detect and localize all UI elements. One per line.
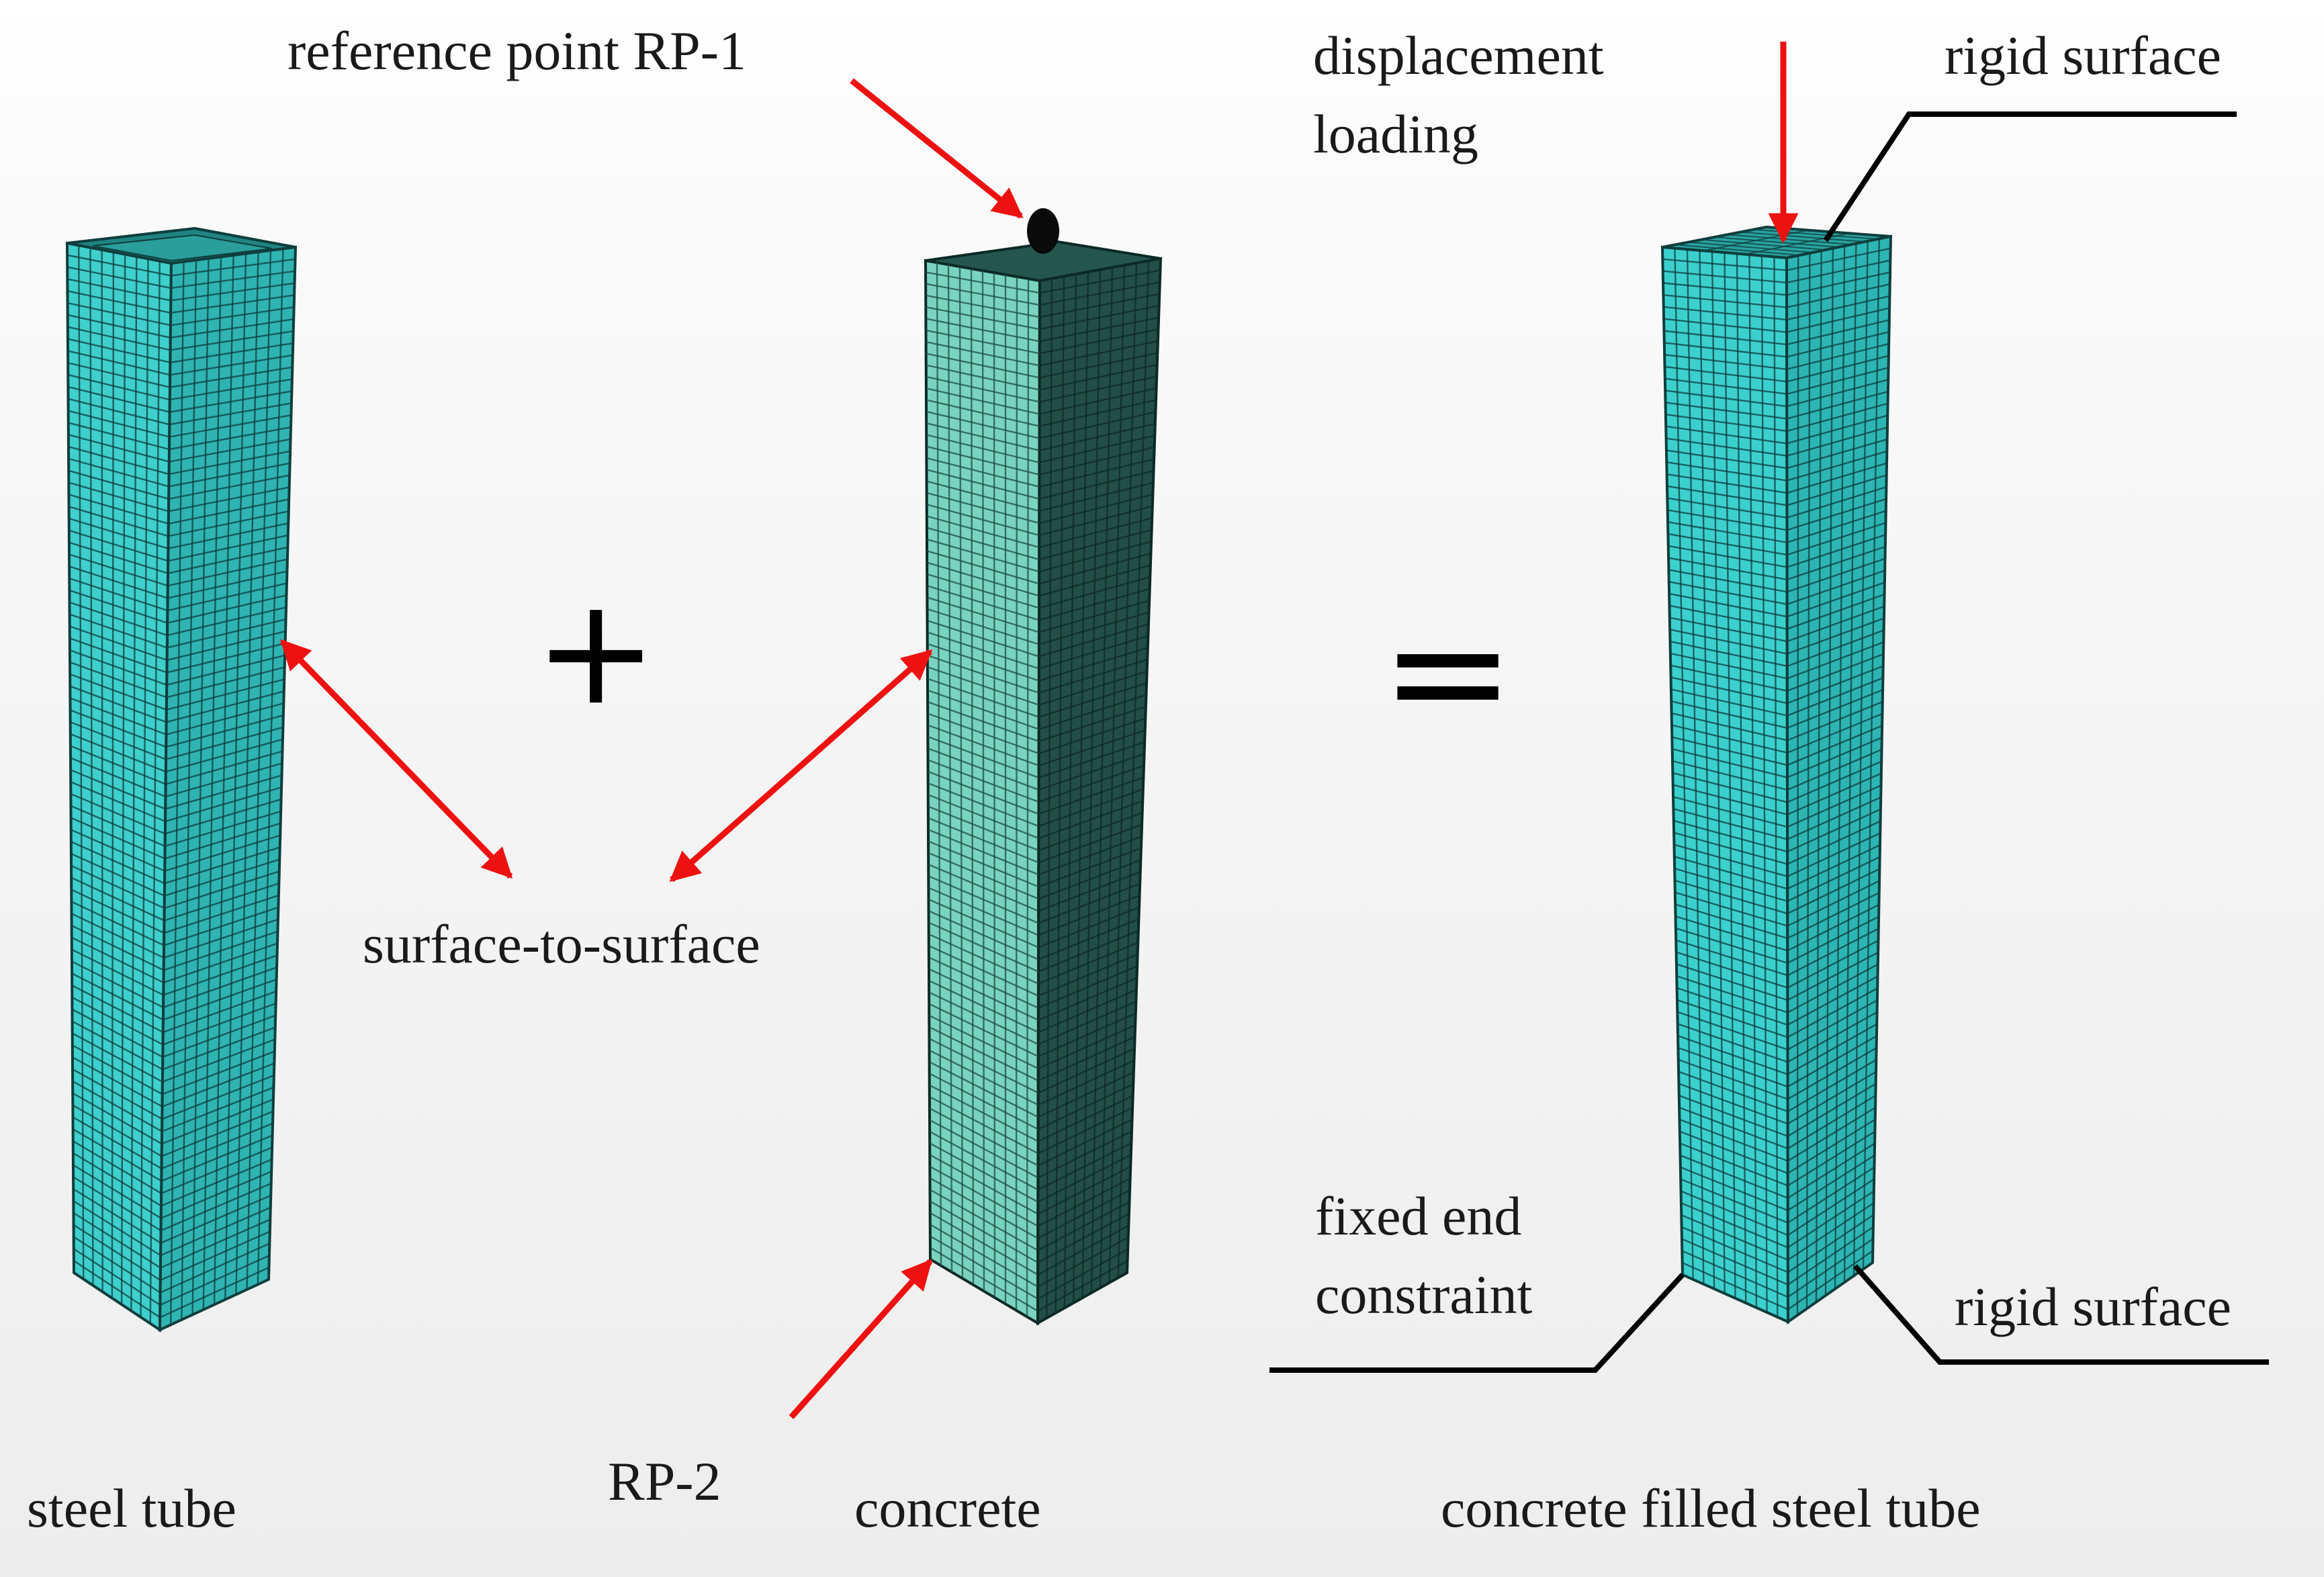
- steel-tube-label: steel tube: [27, 1478, 236, 1539]
- annotation-arrows: [279, 42, 1799, 1419]
- displacement-label-line1: displacement: [1313, 25, 1604, 86]
- rigid-surface-top-label: rigid surface: [1945, 25, 2222, 86]
- plus-sign: +: [534, 566, 658, 737]
- cfst-side-face: [1785, 234, 1893, 1324]
- rigid-surface-top-leader: [1823, 111, 2237, 242]
- rigid-surface-bottom-leader: [1852, 1264, 2269, 1365]
- fixed-end-label-line2: constraint: [1315, 1263, 1533, 1325]
- rp1-arrow: [850, 78, 1024, 219]
- concrete-label: concrete: [854, 1478, 1041, 1539]
- fixed-end-label-line1: fixed end: [1315, 1185, 1522, 1247]
- displacement-label-line2: loading: [1313, 103, 1478, 165]
- rigid-surface-bottom-label: rigid surface: [1955, 1276, 2232, 1337]
- concrete-mesh: [925, 261, 1161, 1318]
- cfst-mesh: [1662, 228, 1891, 1318]
- steel-contact-arrow: [279, 639, 513, 879]
- steel-tube-mesh: [66, 245, 296, 1325]
- cfst-model: [1660, 225, 1893, 1324]
- cfst-label: concrete filled steel tube: [1441, 1478, 1981, 1539]
- steel-tube-model: [65, 226, 298, 1333]
- steel-tube-inner-opening: [92, 234, 273, 262]
- concrete-core-model: [924, 208, 1163, 1326]
- rp2-label: RP-2: [608, 1451, 721, 1512]
- fixed-end-constraint-label: fixed end constraint: [1315, 1182, 1532, 1329]
- rp2-arrow: [789, 1259, 933, 1419]
- leader-lines: [1269, 111, 2269, 1373]
- reference-point-rp1-label: reference point RP-1: [287, 20, 747, 81]
- surface-to-surface-label: surface-to-surface: [363, 913, 760, 975]
- fixed-end-leader: [1269, 1273, 1685, 1373]
- reference-point-rp1-marker: [1027, 208, 1059, 254]
- displacement-loading-label: displacement loading: [1313, 21, 1604, 169]
- concrete-contact-arrow: [669, 649, 933, 883]
- equals-sign: =: [1380, 578, 1516, 766]
